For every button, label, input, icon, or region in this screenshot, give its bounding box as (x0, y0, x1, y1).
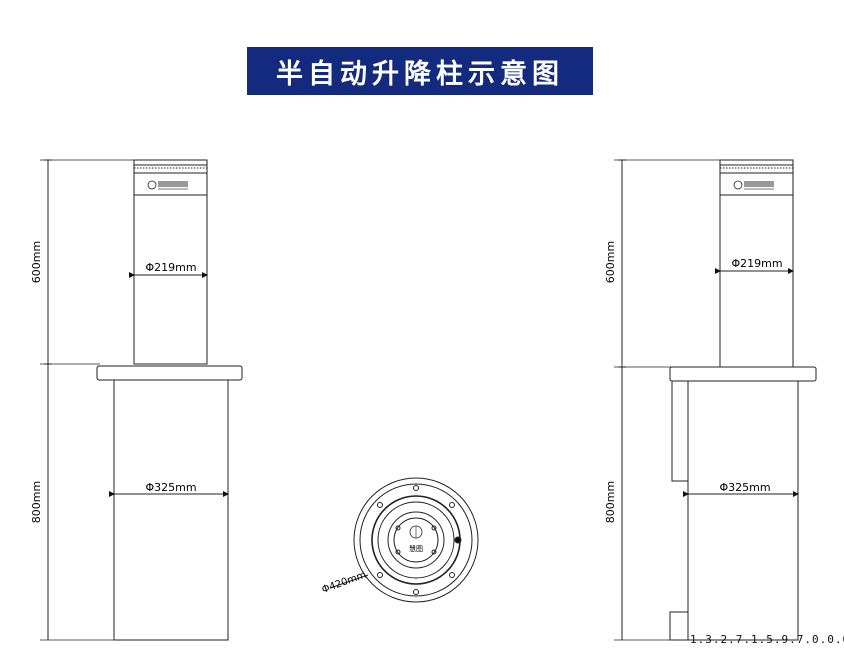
left-logo (147, 180, 188, 190)
footer-code: 1.3.2.7.1.5.9.7.0.0.0 (690, 633, 844, 646)
right-side-box (671, 380, 689, 482)
right-lower-diameter-label: Φ325mm (719, 481, 770, 494)
left-upper-diameter-label: Φ219mm (145, 261, 196, 274)
left-view (40, 159, 243, 641)
right-logo (733, 180, 774, 190)
left-flange (96, 365, 243, 381)
left-lower-diameter-label: Φ325mm (145, 481, 196, 494)
right-upper-height-label: 600mm (604, 241, 617, 283)
left-upper-height-label: 600mm (30, 241, 43, 283)
top-view (329, 477, 479, 603)
center-logo-text: 慧图 (409, 544, 423, 553)
left-upper-column (133, 159, 208, 365)
right-flange (669, 366, 817, 382)
left-lower-height-label: 800mm (30, 481, 43, 523)
page-title: 半自动升降柱示意图 (276, 58, 564, 90)
right-view (614, 159, 817, 641)
right-lower-body (687, 380, 799, 641)
left-lower-body (113, 379, 229, 641)
title-banner: 半自动升降柱示意图 (247, 47, 593, 95)
flange-diameter-label: Φ420mm (320, 570, 367, 596)
right-upper-diameter-label: Φ219mm (731, 257, 782, 270)
right-lower-height-label: 800mm (604, 481, 617, 523)
outer-flange-circle (353, 477, 479, 603)
right-bottom-box (669, 611, 689, 641)
